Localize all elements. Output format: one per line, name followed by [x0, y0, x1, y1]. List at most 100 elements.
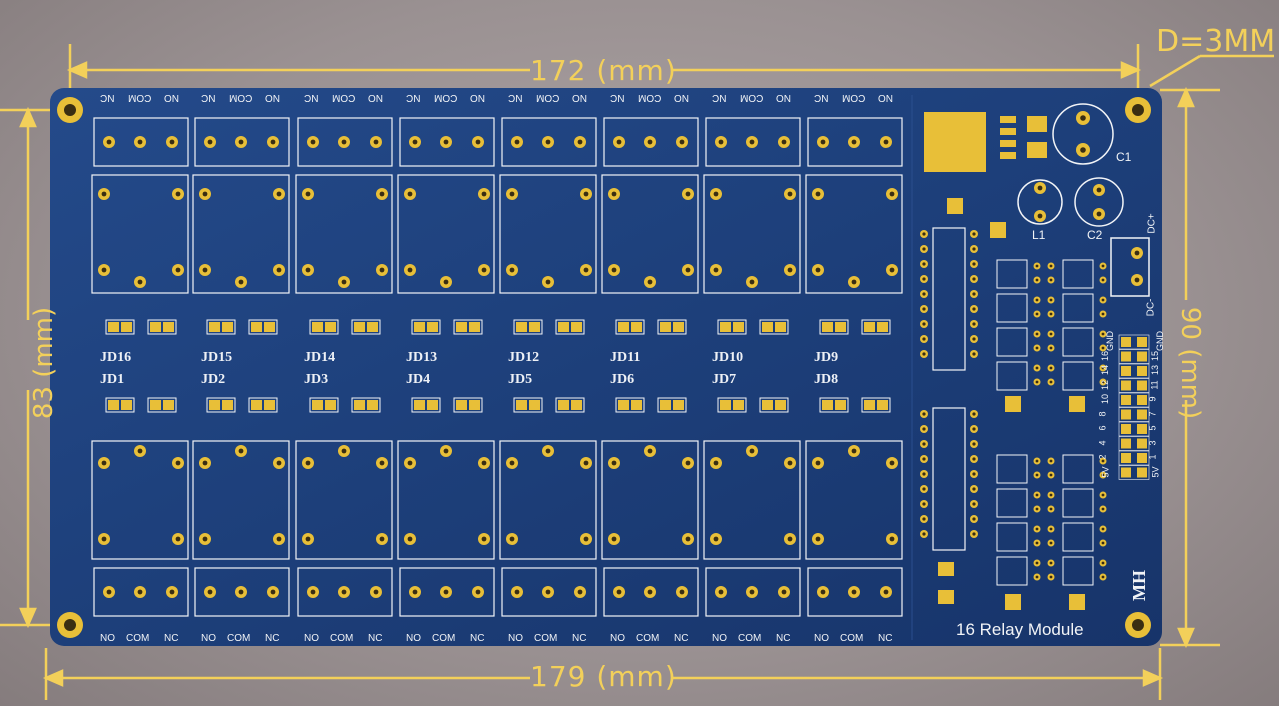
transistor-outline — [1062, 454, 1094, 484]
smd-pad — [264, 400, 275, 410]
smd-pad — [516, 400, 527, 410]
smd-pad — [516, 322, 527, 332]
header-label-b: 1 — [1147, 454, 1158, 460]
terminal-label-nc-bottom: NC — [265, 633, 280, 644]
pad-hole — [1101, 527, 1105, 531]
terminal-label-no-bottom: NO — [814, 633, 829, 644]
header-pin — [1121, 337, 1131, 347]
dimension-height-right: 90 (mm) — [1175, 306, 1205, 420]
pad-hole — [379, 536, 385, 542]
terminal-block-top — [194, 117, 290, 167]
pad-hole — [922, 307, 926, 311]
smd-pad — [1005, 594, 1021, 610]
terminal-label-com-bottom: COM — [432, 633, 456, 644]
pad-hole — [1049, 541, 1053, 545]
pad-hole — [1035, 346, 1039, 350]
pad-hole — [749, 589, 755, 595]
smd-pad — [163, 322, 174, 332]
pad-hole — [276, 536, 282, 542]
pad-hole — [270, 589, 276, 595]
relay-label-bottom: JD8 — [814, 372, 839, 387]
pad-hole — [443, 589, 449, 595]
header-label-b: 7 — [1147, 410, 1158, 417]
terminal-label-nc-top: NC — [100, 92, 115, 103]
relay-label-top: JD12 — [508, 350, 540, 365]
pad-hole — [509, 460, 515, 466]
smd-outline — [513, 397, 543, 413]
pad-hole — [1035, 541, 1039, 545]
label-c1: C1 — [1116, 150, 1132, 164]
terminal-label-com-bottom: COM — [126, 633, 150, 644]
terminal-label-nc-bottom: NC — [164, 633, 179, 644]
pad-hole — [1049, 493, 1053, 497]
pad-hole — [718, 139, 724, 145]
inductor-l1 — [1017, 179, 1063, 225]
pad-hole — [679, 139, 685, 145]
terminal-label-nc-top: NC — [814, 92, 829, 103]
smd-pad — [251, 322, 262, 332]
header-pin — [1137, 467, 1147, 478]
header-label-b: 13 — [1150, 364, 1161, 376]
smd-pad — [762, 322, 773, 332]
relay-label-top: JD14 — [304, 350, 336, 365]
terminal-label-com-top: COM — [740, 92, 764, 103]
smd-outline — [453, 319, 483, 335]
pad-hole — [922, 337, 926, 341]
terminal-label-nc-top: NC — [712, 92, 727, 103]
pad-hole — [679, 589, 685, 595]
pad-hole — [883, 589, 889, 595]
header-pin — [1137, 438, 1147, 449]
capacitor-c1 — [1052, 103, 1114, 165]
smd-pad — [456, 322, 467, 332]
pad-hole — [718, 589, 724, 595]
relay-outline-top — [601, 174, 699, 294]
terminal-block-top — [399, 117, 495, 167]
pad-hole — [781, 139, 787, 145]
transistor-outline — [1062, 327, 1094, 357]
pad-hole — [443, 279, 449, 285]
smd-pad — [456, 400, 467, 410]
pad-hole — [407, 267, 413, 273]
terminal-label-com-bottom: COM — [227, 633, 251, 644]
smd-pad — [1000, 128, 1016, 135]
relay-outline-bottom — [397, 440, 495, 560]
smd-pad — [108, 400, 119, 410]
pad-hole — [713, 267, 719, 273]
pad-hole — [341, 589, 347, 595]
smd-pad — [251, 400, 262, 410]
pad-hole — [341, 279, 347, 285]
pad-hole — [1035, 312, 1039, 316]
pad-hole — [305, 536, 311, 542]
terminal-label-no-bottom: NO — [201, 633, 216, 644]
header-label-b: 11 — [1149, 379, 1160, 390]
smd-pad — [1000, 152, 1016, 159]
pad-hole — [611, 536, 617, 542]
pad-hole — [175, 267, 181, 273]
smd-outline — [147, 319, 177, 335]
smd-pad — [469, 400, 480, 410]
pad-hole — [1035, 561, 1039, 565]
pad-hole — [922, 427, 926, 431]
pad-hole — [545, 589, 551, 595]
pad-hole — [481, 536, 487, 542]
transistor-outline — [996, 454, 1028, 484]
smd-outline — [759, 319, 789, 335]
pad-hole — [305, 267, 311, 273]
terminal-block-top — [705, 117, 801, 167]
header-pin — [1137, 337, 1147, 347]
terminal-label-no-top: NO — [164, 92, 179, 103]
relay-outline-bottom — [192, 440, 290, 560]
pad-hole — [647, 279, 653, 285]
terminal-label-no-top: NO — [368, 92, 383, 103]
smd-pad — [529, 400, 540, 410]
pad-hole — [889, 536, 895, 542]
pad-hole — [509, 536, 515, 542]
header-outline — [1118, 334, 1150, 350]
relay-label-top: JD10 — [712, 350, 744, 365]
terminal-block-bottom — [807, 567, 903, 617]
pad-hole — [1035, 527, 1039, 531]
terminal-block-top — [603, 117, 699, 167]
smd-pad — [264, 322, 275, 332]
pad-hole — [922, 352, 926, 356]
